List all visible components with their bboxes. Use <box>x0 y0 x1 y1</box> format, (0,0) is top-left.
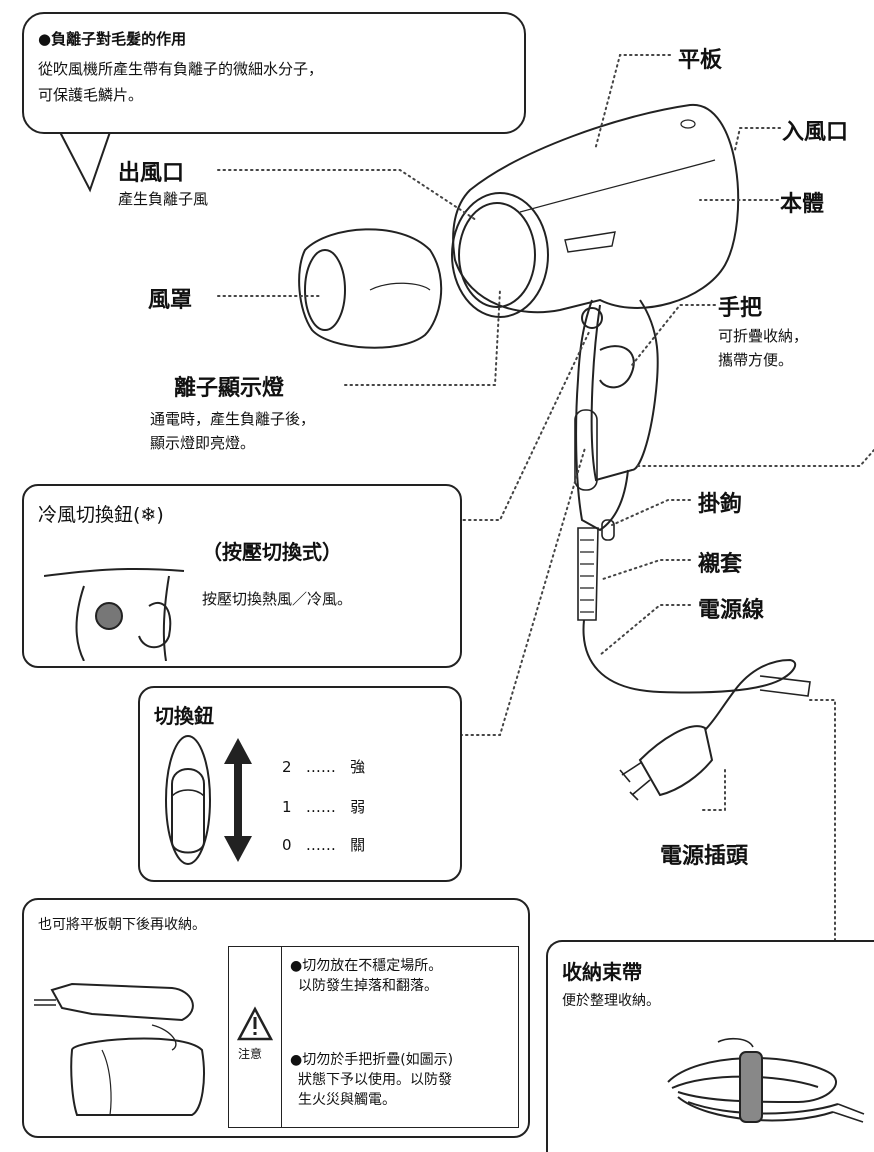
snowflake-icon: ❄ <box>140 504 157 526</box>
speed-row-num: 1 <box>282 798 292 816</box>
label-handle: 手把 <box>718 296 763 321</box>
label-intake: 入風口 <box>782 120 849 145</box>
label-cord: 電源線 <box>698 598 765 623</box>
strap-box: 收納束帶 便於整理收納。 <box>546 940 874 1152</box>
speed-row-label: 關 <box>350 836 366 854</box>
strap-title: 收納束帶 <box>562 960 642 984</box>
speed-row-label: 強 <box>350 758 366 776</box>
speed-row-dots: …… <box>305 836 336 854</box>
strap-band <box>739 1051 763 1123</box>
cool-switch-title-text: 冷風切換鈕( <box>38 504 141 526</box>
label-handle-desc-1: 可折疊收納， <box>718 327 809 345</box>
speed-row: 0 …… 關 <box>282 834 365 855</box>
label-ion-lamp-desc-1: 通電時，產生負離子後， <box>150 410 316 428</box>
speed-row: 1 …… 弱 <box>282 796 365 817</box>
cool-switch-drawing <box>44 567 185 661</box>
label-panel: 平板 <box>678 48 723 73</box>
speed-switch-title: 切換鈕 <box>154 704 214 728</box>
cool-switch-title-end: ) <box>156 504 164 526</box>
ion-callout-line-2: 可保護毛鱗片。 <box>38 86 144 104</box>
warning-2-line-2: 狀態下予以使用。以防發 <box>298 1072 452 1088</box>
storage-tip-box: 也可將平板朝下後再收納。 注意 ●切勿放在不穩定場所。 以防發生掉落和翻落。 ●… <box>22 898 530 1138</box>
cool-switch-title: 冷風切換鈕(❄) <box>38 500 164 527</box>
speed-row-dots: …… <box>305 798 336 816</box>
label-sleeve: 襯套 <box>698 552 743 577</box>
label-ion-lamp-desc-2: 顯示燈即亮燈。 <box>150 434 256 452</box>
warning-1-line-2: 以防發生掉落和翻落。 <box>298 978 438 994</box>
folded-dryer-drawing <box>34 982 205 1116</box>
warning-panel: ●切勿放在不穩定場所。 以防發生掉落和翻落。 ●切勿於手把折疊(如圖示) 狀態下… <box>280 946 519 1128</box>
speed-row-label: 弱 <box>350 798 366 816</box>
dryer-outlet <box>451 192 549 318</box>
label-outlet-desc: 產生負離子風 <box>118 190 209 208</box>
dryer-handle <box>590 299 659 482</box>
strap-drawing <box>667 1037 865 1123</box>
speed-row-num: 0 <box>282 836 292 854</box>
warning-icon <box>236 1006 274 1041</box>
speed-row-num: 2 <box>282 758 292 776</box>
speed-switch-drawing <box>165 735 252 865</box>
cool-button-shape <box>95 602 123 630</box>
warning-2-line-1: ●切勿於手把折疊(如圖示) <box>290 1052 454 1068</box>
storage-tip-title: 也可將平板朝下後再收納。 <box>38 917 206 933</box>
label-outlet: 出風口 <box>118 161 185 186</box>
strap-desc: 便於整理收納。 <box>562 993 660 1009</box>
label-body: 本體 <box>780 192 825 217</box>
speed-switch-box: 切換鈕 2 …… 強 1 …… 弱 0 …… 關 <box>138 686 462 882</box>
warning-1-line-1: ●切勿放在不穩定場所。 <box>290 958 443 974</box>
ion-callout-line-1: 從吹風機所產生帶有負離子的微細水分子， <box>38 60 324 78</box>
ion-callout: ●負離子對毛髮的作用 從吹風機所產生帶有負離子的微細水分子， 可保護毛鱗片。 <box>22 12 526 134</box>
ion-callout-title: ●負離子對毛髮的作用 <box>38 30 187 48</box>
label-plug: 電源插頭 <box>660 844 749 869</box>
speed-row: 2 …… 強 <box>282 756 365 777</box>
cool-switch-desc: 按壓切換熱風／冷風。 <box>202 590 353 608</box>
warning-2-line-3: 生火災與觸電。 <box>298 1092 396 1108</box>
label-hood: 風罩 <box>148 288 193 313</box>
caution-label: 注意 <box>238 1047 263 1061</box>
plug-shape <box>638 725 714 797</box>
dryer-cord <box>582 619 797 731</box>
caution-panel: 注意 <box>228 946 282 1128</box>
cool-switch-box: 冷風切換鈕(❄) （按壓切換式） 按壓切換熱風／冷風。 <box>22 484 462 668</box>
label-handle-desc-2: 攜帶方便。 <box>718 351 794 369</box>
hood-shape <box>298 228 443 349</box>
dryer-body <box>452 103 740 314</box>
speed-row-dots: …… <box>305 758 336 776</box>
label-hook: 掛鉤 <box>698 492 743 517</box>
label-ion-lamp: 離子顯示燈 <box>174 376 285 401</box>
cool-switch-mode: （按壓切換式） <box>202 540 342 564</box>
